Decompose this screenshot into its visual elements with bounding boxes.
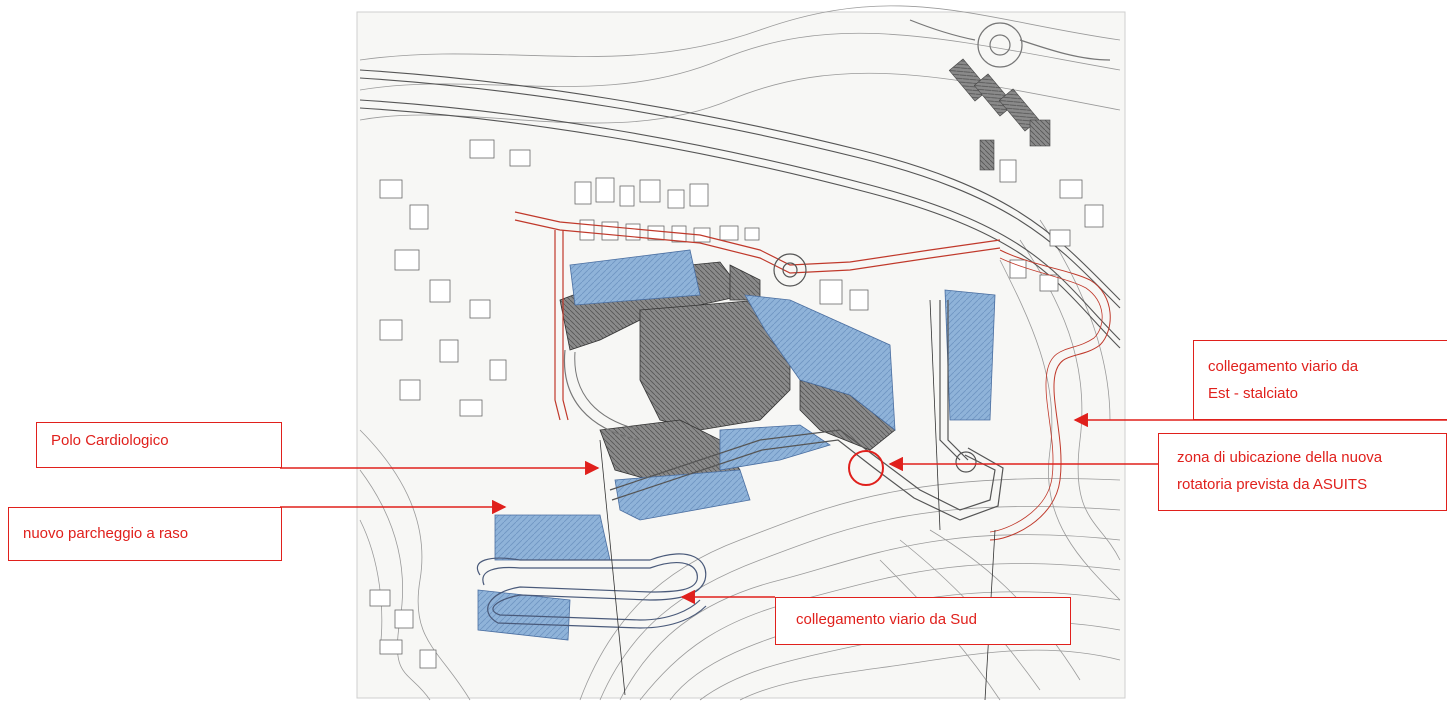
hospital-buildings [559, 261, 896, 486]
roundabout-main [773, 253, 807, 287]
parking-areas [477, 249, 996, 641]
callout-polo-cardiologico: Polo Cardiologico [36, 422, 282, 468]
callout-nuovo-parcheggio: nuovo parcheggio a raso [8, 507, 282, 561]
southeast-road [609, 300, 1004, 521]
callout-collegamento-est-line2: Est - stalciato [1208, 385, 1299, 402]
callout-collegamento-sud-text: collegamento viario da Sud [796, 611, 977, 628]
roundabout-top [909, 19, 1111, 68]
rotatoria-highlight-circle [848, 450, 884, 486]
callout-collegamento-est: collegamento viario da Est - stalciato [1193, 340, 1447, 420]
residential-buildings [369, 139, 1104, 669]
parking-rows-top [948, 58, 1051, 171]
callout-rotatoria: zona di ubicazione della nuova rotatoria… [1158, 433, 1447, 511]
callout-nuovo-parcheggio-text: nuovo parcheggio a raso [23, 525, 189, 542]
callout-rotatoria-line1: zona di ubicazione della nuova [1177, 449, 1383, 466]
roundabout-east [955, 451, 977, 473]
callout-collegamento-sud: collegamento viario da Sud [775, 597, 1071, 645]
callout-polo-cardiologico-text: Polo Cardiologico [51, 432, 169, 449]
callout-collegamento-est-line1: collegamento viario da [1208, 358, 1359, 375]
callout-rotatoria-line2: rotatoria prevista da ASUITS [1177, 476, 1368, 493]
callout-arrows [280, 412, 1447, 605]
arc-road [563, 349, 641, 441]
east-connection-road [989, 249, 1111, 541]
